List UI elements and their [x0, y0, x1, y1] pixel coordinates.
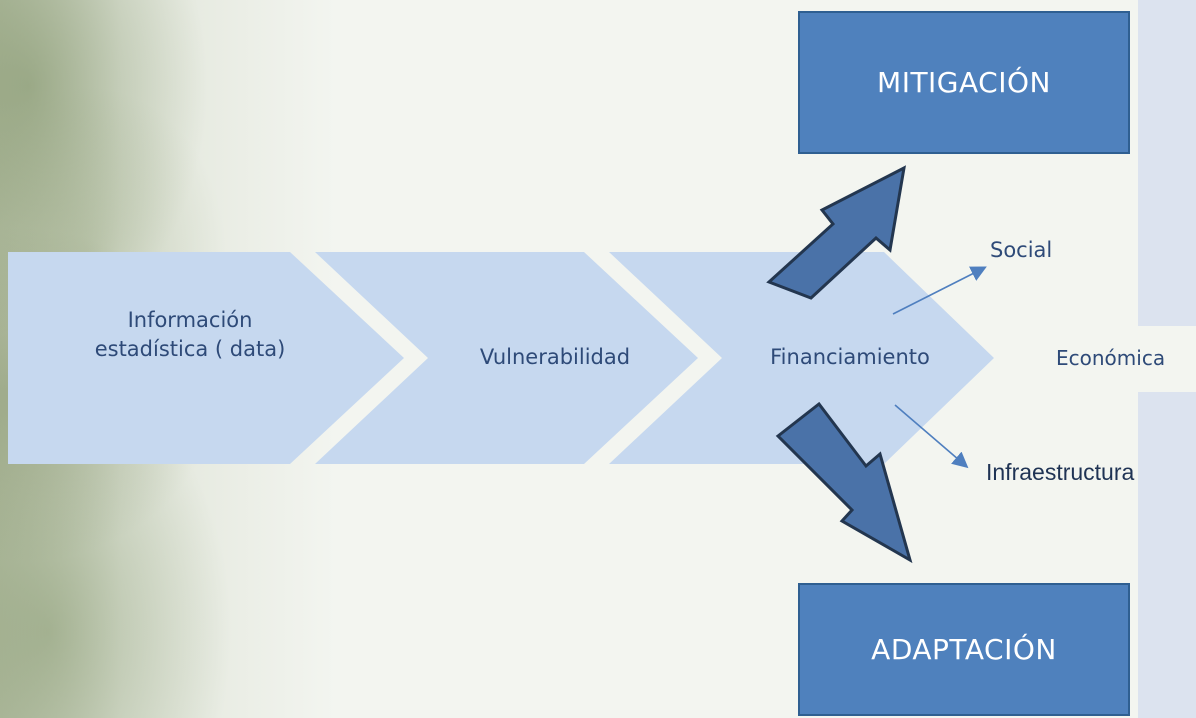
dimension-social: Social — [990, 238, 1053, 262]
adaptacion-label: ADAPTACIÓN — [871, 633, 1057, 666]
chevron-step-3 — [609, 252, 994, 464]
mitigacion-label: MITIGACIÓN — [877, 66, 1051, 99]
step-label-informacion: Información estadística ( data) — [94, 308, 286, 362]
chevron-step-2 — [315, 252, 698, 464]
dimension-infraestructura: Infraestructura — [986, 459, 1135, 485]
arrow-to-infraestructura — [894, 404, 969, 469]
arrow-to-mitigacion — [766, 165, 906, 300]
dimension-economica: Económica — [1056, 346, 1166, 370]
mitigacion-box: MITIGACIÓN — [798, 11, 1130, 154]
chevron-step-1 — [8, 252, 404, 464]
right-panel-gap — [1138, 326, 1196, 392]
arrow-to-social — [892, 266, 987, 315]
step-label-financiamiento: Financiamiento — [770, 345, 930, 369]
step-label-vulnerabilidad: Vulnerabilidad — [479, 345, 631, 369]
arrow-to-adaptacion — [775, 401, 913, 564]
adaptacion-box: ADAPTACIÓN — [798, 583, 1130, 716]
